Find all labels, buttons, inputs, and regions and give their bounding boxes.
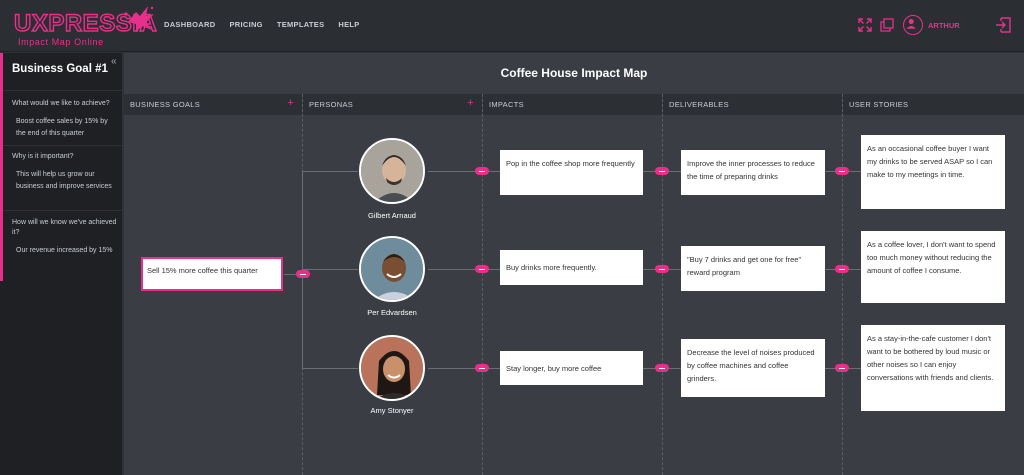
collapse-goal-toggle[interactable]	[296, 270, 310, 278]
column-header-business-goals: BUSINESS GOALS +	[124, 94, 302, 115]
logout-icon[interactable]	[995, 17, 1011, 33]
goal-sidebar: « Business Goal #1 What would we like to…	[0, 53, 122, 475]
column-label: DELIVERABLES	[669, 100, 729, 109]
user-story-card-3[interactable]: As a stay-in-the-cafe customer I don't w…	[861, 325, 1005, 411]
top-bar: UXPRESSIA Impact Map Online DASHBOARD PR…	[0, 0, 1024, 52]
column-divider	[662, 94, 663, 475]
column-label: BUSINESS GOALS	[130, 100, 201, 109]
collapse-deliverable-toggle[interactable]	[835, 265, 849, 273]
persona-name-amy: Amy Stonyer	[370, 406, 414, 415]
impact-card-3[interactable]: Stay longer, buy more coffee	[500, 351, 643, 385]
connector-line	[302, 269, 358, 270]
brand-name: UXPRESSIA	[13, 9, 158, 37]
column-header-personas: PERSONAS +	[303, 94, 482, 115]
collapse-sidebar-icon[interactable]: «	[111, 56, 117, 67]
user-name[interactable]: ARTHUR	[928, 21, 960, 30]
sidebar-answer-2[interactable]: This will help us grow our business and …	[16, 171, 112, 190]
impact-card-2[interactable]: Buy drinks more frequently.	[500, 250, 643, 285]
persona-name-per: Per Edvardsen	[367, 308, 417, 317]
business-goal-card[interactable]: Sell 15% more coffee this quarter	[141, 257, 283, 291]
collapse-deliverable-toggle[interactable]	[835, 167, 849, 175]
persona-name-gilbert: Gilbert Arnaud	[368, 211, 416, 220]
brand-subtitle: Impact Map Online	[18, 37, 104, 47]
splash-logo-icon	[124, 6, 154, 32]
sidebar-question-1: What would we like to achieve?	[12, 100, 110, 107]
column-divider	[482, 94, 483, 475]
collapse-deliverable-toggle[interactable]	[835, 364, 849, 372]
main-nav: DASHBOARD PRICING TEMPLATES HELP	[164, 20, 360, 29]
sidebar-accent-bar	[0, 53, 3, 281]
nav-pricing[interactable]: PRICING	[229, 20, 263, 29]
deliverable-card-3[interactable]: Decrease the level of noises produced by…	[681, 339, 825, 397]
sidebar-title: Business Goal #1	[12, 63, 108, 75]
person-photo-icon	[361, 337, 423, 399]
sidebar-answer-3[interactable]: Our revenue increased by 15%	[16, 247, 113, 254]
column-label: PERSONAS	[309, 100, 354, 109]
column-label: USER STORIES	[849, 100, 909, 109]
column-label: IMPACTS	[489, 100, 524, 109]
column-header-user-stories: USER STORIES	[843, 94, 1024, 115]
map-title: Coffee House Impact Map	[500, 66, 648, 80]
column-header-deliverables: DELIVERABLES	[663, 94, 842, 115]
impact-card-1[interactable]: Pop in the coffee shop more frequently	[500, 150, 643, 195]
collapse-persona-toggle[interactable]	[475, 265, 489, 273]
column-divider	[842, 94, 843, 475]
deliverable-card-2[interactable]: "Buy 7 drinks and get one for free" rewa…	[681, 246, 825, 291]
connector-line	[302, 368, 358, 369]
connector-line	[428, 368, 502, 369]
impact-map-canvas: Coffee House Impact Map BUSINESS GOALS +…	[124, 53, 1024, 475]
fullscreen-icon[interactable]	[858, 18, 872, 32]
collapse-persona-toggle[interactable]	[475, 364, 489, 372]
connector-line	[284, 274, 302, 275]
user-story-card-1[interactable]: As an occasional coffee buyer I want my …	[861, 135, 1005, 209]
nav-help[interactable]: HELP	[338, 20, 360, 29]
brand-logo[interactable]: UXPRESSIA Impact Map Online	[13, 6, 158, 47]
sidebar-divider	[3, 145, 122, 146]
sidebar-divider	[3, 210, 122, 211]
connector-line	[302, 171, 358, 172]
sidebar-question-2: Why is it important?	[12, 153, 74, 160]
persona-avatar-per[interactable]	[359, 236, 425, 302]
connector-line	[428, 171, 502, 172]
column-header-impacts: IMPACTS	[483, 94, 662, 115]
user-avatar-icon[interactable]	[903, 15, 923, 35]
connector-line	[428, 269, 502, 270]
sidebar-divider	[3, 90, 122, 91]
persona-avatar-gilbert[interactable]	[359, 138, 425, 204]
add-persona-button[interactable]: +	[467, 97, 474, 109]
collapse-persona-toggle[interactable]	[475, 167, 489, 175]
nav-templates[interactable]: TEMPLATES	[276, 20, 325, 29]
person-photo-icon	[361, 238, 423, 300]
collapse-impact-toggle[interactable]	[655, 364, 669, 372]
persona-avatar-amy[interactable]	[359, 335, 425, 401]
copy-icon[interactable]	[880, 18, 894, 32]
person-photo-icon	[361, 140, 423, 202]
sidebar-answer-1[interactable]: Boost coffee sales by 15% by the end of …	[16, 118, 108, 137]
collapse-impact-toggle[interactable]	[655, 167, 669, 175]
add-goal-button[interactable]: +	[287, 97, 294, 109]
deliverable-card-1[interactable]: Improve the inner processes to reduce th…	[681, 150, 825, 195]
collapse-impact-toggle[interactable]	[655, 265, 669, 273]
sidebar-question-3: How will we know we've achieved it?	[12, 219, 117, 236]
user-story-card-2[interactable]: As a coffee lover, I don't want to spend…	[861, 231, 1005, 303]
nav-dashboard[interactable]: DASHBOARD	[164, 20, 216, 29]
